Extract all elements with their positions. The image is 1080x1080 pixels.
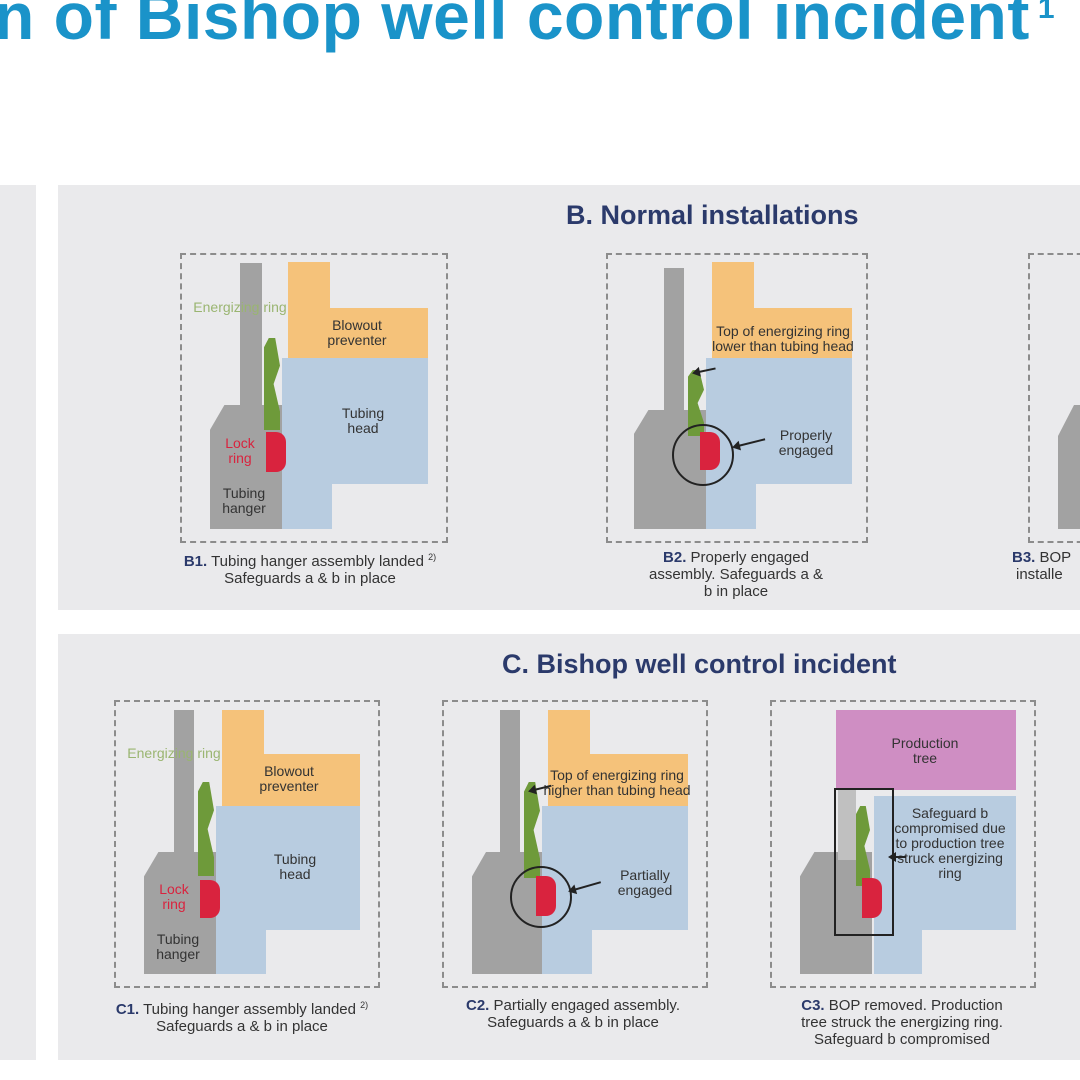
diagram-c1 <box>114 700 380 988</box>
tubing-head-shape <box>282 484 332 529</box>
tubing-hanger-shape <box>838 790 856 860</box>
caption-c2: C2. Partially engaged assembly. Safeguar… <box>465 997 680 1031</box>
blowout-preventer-label: Blowout preventer <box>327 317 387 348</box>
tubing-head-shape <box>542 930 592 974</box>
safeguard-b-note: Safeguard b compromised due to productio… <box>894 805 1006 881</box>
panel-b-heading: B. Normal installations <box>566 200 859 230</box>
caption-b2: B2. Properly engaged assembly. Safeguard… <box>649 549 823 600</box>
properly-engaged-note: Properly engaged <box>778 427 834 458</box>
diagram-c2 <box>442 700 708 988</box>
energizing-ring-label: Energizing ring <box>193 299 287 315</box>
compromise-highlight-box <box>834 788 894 936</box>
blowout-preventer-shape <box>222 754 360 806</box>
title-footnote: 1 <box>1037 0 1056 25</box>
panel-c-heading: C. Bishop well control incident <box>502 649 897 679</box>
tubing-hanger-shape <box>664 268 684 418</box>
tubing-hanger-shape <box>500 710 520 860</box>
tubing-head-shape <box>216 806 360 930</box>
production-tree-label: Production tree <box>891 735 959 766</box>
arrow-indicator <box>888 852 906 862</box>
energizing-ring-shape <box>198 782 214 876</box>
lock-ring-shape <box>862 878 882 918</box>
lock-ring-label: Lock ring <box>225 435 255 466</box>
tubing-hanger-shape <box>174 710 194 860</box>
blowout-preventer-shape <box>548 754 688 806</box>
tubing-head-shape <box>706 484 756 529</box>
partially-engaged-note: Partially engaged <box>617 867 673 898</box>
blowout-preventer-shape <box>288 308 428 358</box>
tubing-head-shape <box>282 358 428 484</box>
diagram-b3 <box>1028 253 1080 543</box>
tubing-hanger-shape <box>240 263 262 413</box>
engagement-highlight-circle <box>510 866 572 928</box>
tubing-hanger-shape <box>1058 405 1080 529</box>
top-of-energizing-ring-note: Top of energizing ring higher than tubin… <box>543 767 691 798</box>
diagram-b2 <box>606 253 868 543</box>
lock-ring-shape <box>266 432 286 472</box>
blowout-preventer-label: Blowout preventer <box>259 763 319 794</box>
energizing-ring-shape <box>856 806 870 886</box>
energizing-ring-shape <box>264 338 280 430</box>
tubing-hanger-label: Tubing hanger <box>222 485 266 516</box>
blowout-preventer-shape <box>548 710 590 756</box>
blowout-preventer-shape <box>288 262 330 310</box>
tubing-head-shape <box>874 930 922 974</box>
lock-ring-shape <box>200 880 220 918</box>
tubing-head-shape <box>874 796 1016 930</box>
caption-c1: C1. Tubing hanger assembly landed 2) Saf… <box>115 1000 369 1035</box>
production-tree-shape <box>836 710 1016 790</box>
tubing-head-label: Tubing head <box>273 851 317 882</box>
diagram-b1 <box>180 253 448 543</box>
caption-c3: C3. BOP removed. Production tree struck … <box>801 997 1003 1048</box>
energizing-ring-shape <box>524 782 540 878</box>
blowout-preventer-shape <box>222 710 264 756</box>
caption-b1: B1. Tubing hanger assembly landed 2) Saf… <box>183 552 437 587</box>
energizing-ring-shape <box>688 370 704 436</box>
panel-a-edge <box>0 185 36 1060</box>
caption-b3: B3. BOP installe <box>1012 549 1072 583</box>
tubing-head-label: Tubing head <box>341 405 385 436</box>
diagram-c3 <box>770 700 1036 988</box>
energizing-ring-label: Energizing ring <box>127 745 221 761</box>
blowout-preventer-shape <box>712 308 852 358</box>
tubing-head-shape <box>216 930 266 974</box>
blowout-preventer-shape <box>712 262 754 310</box>
lock-ring-label: Lock ring <box>159 881 189 912</box>
panel-b: B. Normal installations <box>58 185 1080 610</box>
tubing-hanger-label: Tubing hanger <box>156 931 200 962</box>
top-of-energizing-ring-note: Top of energizing ring lower than tubing… <box>712 323 854 354</box>
engagement-highlight-circle <box>672 424 734 486</box>
